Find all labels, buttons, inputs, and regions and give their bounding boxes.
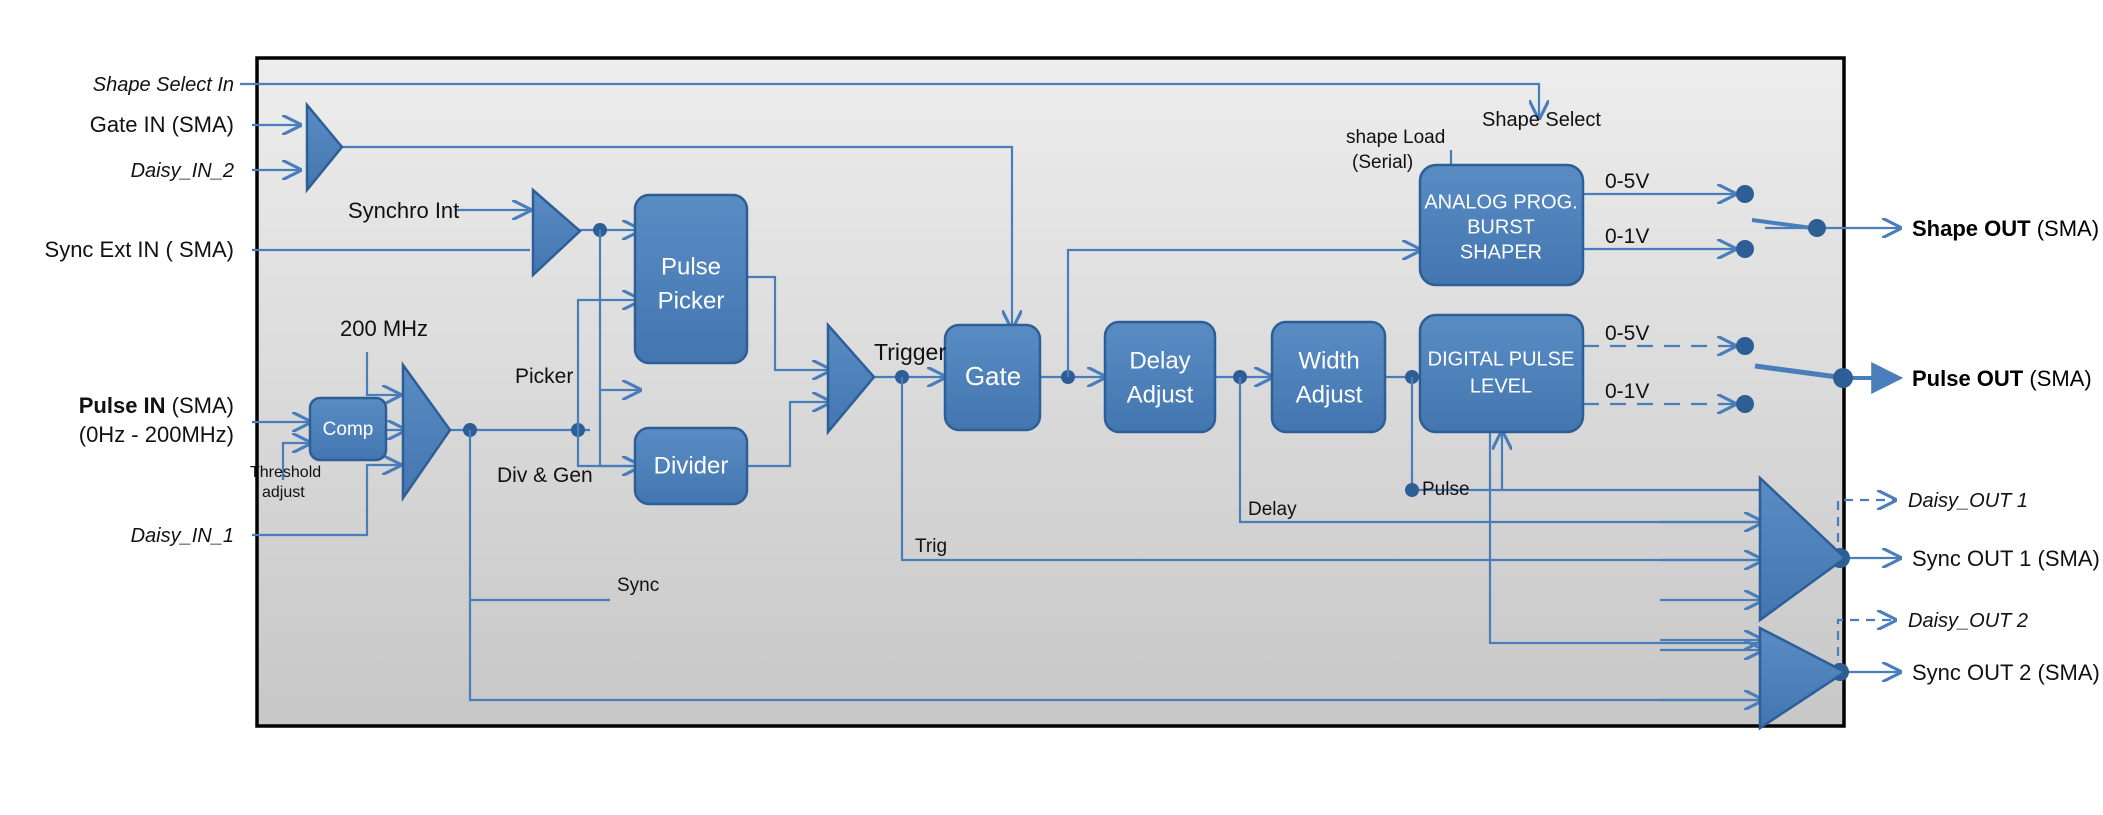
label-picker: Picker — [515, 365, 573, 388]
wire-shape-switch-arm — [1751, 218, 1813, 230]
label-200mhz: 200 MHz — [340, 316, 428, 341]
wire-gate-to-shaper — [1066, 250, 1420, 377]
label-pulse-0-1v: 0-1V — [1605, 380, 1649, 403]
wire-picker-up — [576, 300, 640, 430]
output-label-sync-out-2[interactable]: Sync OUT 2 (SMA) — [1912, 660, 2100, 685]
input-label-shape-select-in[interactable]: Shape Select In — [93, 74, 234, 96]
input-labels: Shape Select In Gate IN (SMA) Daisy_IN_2… — [45, 74, 234, 547]
block-pulse-picker-line1: Pulse — [661, 253, 721, 280]
block-digital-pulse-level[interactable]: DIGITAL PULSE LEVEL — [1418, 313, 1585, 434]
voltage-labels: 0-5V 0-1V 0-5V 0-1V — [1605, 170, 1649, 403]
wire-threshold — [281, 443, 310, 480]
label-shape-load-line1: shape Load — [1346, 127, 1445, 148]
sync-out-1-mixer-triangle — [1758, 475, 1847, 623]
trigger-combiner-triangle — [826, 321, 876, 436]
block-delay-adjust-line1: Delay — [1129, 347, 1190, 374]
block-dpl-line1: DIGITAL PULSE — [1428, 348, 1575, 370]
label-threshold-line1: Threshold — [250, 464, 321, 481]
contact-pulse-common — [1833, 368, 1853, 388]
wire-daisy-out-2 — [1836, 620, 1895, 672]
label-shaper-0-1v: 0-1V — [1605, 225, 1649, 248]
block-shaper-line1: ANALOG PROG. — [1424, 191, 1577, 213]
triangle-group — [305, 101, 1848, 731]
gate-daisy-combiner-triangle — [305, 101, 344, 194]
label-delay: Delay — [1248, 499, 1297, 520]
wire-pulse-switch — [1754, 363, 1846, 381]
wire-daisy-in-1 — [252, 465, 400, 537]
label-threshold-line2: adjust — [262, 484, 305, 501]
label-div-and-gen: Div & Gen — [497, 464, 593, 487]
block-shaper-line2: BURST — [1467, 216, 1535, 238]
wire-group — [240, 82, 1904, 702]
label-pulse-0-5v: 0-5V — [1605, 322, 1649, 345]
contact-shape-common — [1808, 219, 1826, 237]
inner-labels: Synchro Int 200 MHz Threshold adjust Pic… — [250, 109, 1601, 596]
output-label-shape-out-rest: (SMA) — [2031, 216, 2099, 241]
wire-divider-out — [745, 402, 830, 468]
junction-pulse-label — [1405, 483, 1419, 497]
input-label-daisy-in-1[interactable]: Daisy_IN_1 — [131, 525, 234, 547]
label-synchro-int: Synchro Int — [348, 198, 459, 223]
label-pulse: Pulse — [1422, 479, 1470, 500]
wire-top-tri-out — [340, 145, 1012, 328]
block-dpl-line2: LEVEL — [1470, 375, 1532, 397]
output-label-shape-out-bold: Shape OUT — [1912, 216, 2031, 241]
label-sync: Sync — [617, 575, 659, 596]
wire-digital-down — [1488, 432, 1762, 645]
label-trigger: Trigger — [874, 339, 946, 365]
block-divider-label: Divider — [654, 452, 729, 479]
comparator-amp-triangle — [401, 361, 452, 503]
contact-shape-0-5v — [1736, 185, 1754, 203]
block-comp-label: Comp — [323, 419, 374, 440]
blocks-group: Comp Pulse Picker Divider Gate Delay Adj… — [308, 163, 1585, 506]
contact-shape-0-1v — [1736, 240, 1754, 258]
wire-daisy-out-1 — [1836, 500, 1895, 558]
wire-picker-out — [745, 275, 830, 370]
block-divider[interactable]: Divider — [633, 426, 749, 506]
wire-delay-bus — [1238, 377, 1762, 524]
input-label-daisy-in-2[interactable]: Daisy_IN_2 — [131, 160, 234, 182]
label-trig: Trig — [915, 536, 947, 557]
block-width-adjust-line2: Adjust — [1296, 381, 1363, 408]
block-comp[interactable]: Comp — [308, 396, 388, 462]
contact-pulse-0-1v — [1736, 395, 1754, 413]
output-label-daisy-out-2[interactable]: Daisy_OUT 2 — [1908, 610, 2028, 632]
contact-pulse-0-5v — [1736, 337, 1754, 355]
input-label-pulse-in[interactable]: Pulse IN (SMA) — [79, 393, 234, 418]
label-shape-select: Shape Select — [1482, 109, 1601, 131]
output-label-daisy-out-1[interactable]: Daisy_OUT 1 — [1908, 490, 2028, 512]
input-label-pulse-in-rest: (SMA) — [166, 393, 234, 418]
output-label-sync-out-1[interactable]: Sync OUT 1 (SMA) — [1912, 546, 2100, 571]
block-delay-adjust[interactable]: Delay Adjust — [1103, 320, 1217, 434]
input-label-sync-ext-in[interactable]: Sync Ext IN ( SMA) — [45, 237, 234, 262]
block-pulse-picker[interactable]: Pulse Picker — [633, 193, 749, 365]
output-label-pulse-out[interactable]: Pulse OUT (SMA) — [1912, 366, 2092, 391]
label-shaper-0-5v: 0-5V — [1605, 170, 1649, 193]
wire-sync-bus-long — [468, 600, 1762, 702]
block-delay-adjust-line2: Adjust — [1127, 381, 1194, 408]
sync-out-2-mixer-triangle — [1758, 625, 1848, 731]
block-gate[interactable]: Gate — [943, 323, 1042, 432]
block-gate-label: Gate — [965, 361, 1021, 391]
input-label-pulse-in-bold: Pulse IN — [79, 393, 166, 418]
block-analog-prog-burst-shaper[interactable]: ANALOG PROG. BURST SHAPER — [1418, 163, 1585, 287]
label-shape-load-line2: (Serial) — [1352, 152, 1413, 173]
block-width-adjust-line1: Width — [1298, 347, 1359, 374]
input-label-gate-in[interactable]: Gate IN (SMA) — [90, 112, 234, 137]
output-label-pulse-out-bold: Pulse OUT — [1912, 366, 2024, 391]
block-width-adjust[interactable]: Width Adjust — [1270, 320, 1387, 434]
input-label-pulse-in-range: (0Hz - 200MHz) — [79, 422, 234, 447]
output-label-pulse-out-rest: (SMA) — [2023, 366, 2091, 391]
output-label-shape-out[interactable]: Shape OUT (SMA) — [1912, 216, 2099, 241]
block-pulse-picker-line2: Picker — [658, 287, 725, 314]
wire-trig-bus — [900, 377, 1762, 562]
wire-divgen — [576, 430, 640, 466]
wire-200mhz — [365, 352, 400, 395]
wire-shape-select-in — [240, 82, 1539, 118]
block-shaper-line3: SHAPER — [1460, 241, 1542, 263]
output-labels: Shape OUT (SMA) Pulse OUT (SMA) Daisy_OU… — [1908, 216, 2100, 685]
sync-combiner-triangle — [531, 187, 582, 278]
